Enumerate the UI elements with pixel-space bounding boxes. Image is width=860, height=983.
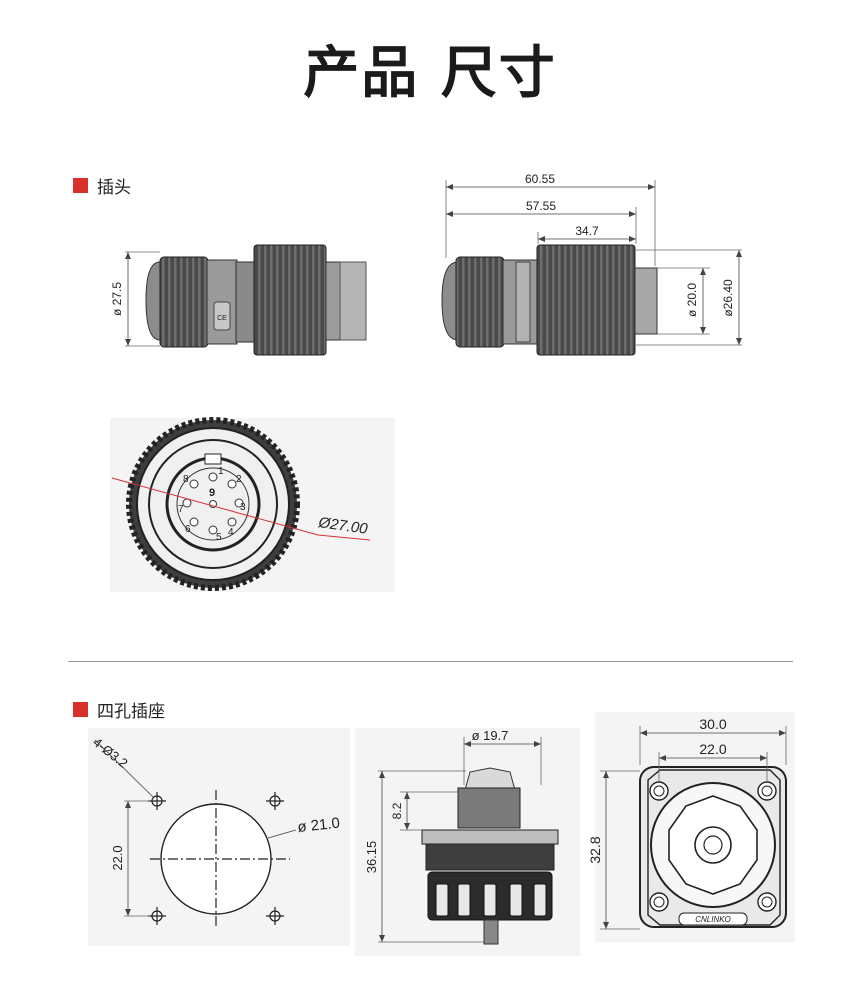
socket-panel-cutout: 4-Ø3.2 22.0 ø 21.0 — [88, 728, 350, 946]
hole-spacing-label: 22.0 — [110, 845, 125, 870]
page-title: 产品 尺寸 — [303, 41, 557, 106]
pin-label: 7 — [178, 504, 184, 515]
plug-nut-length: 34.7 — [575, 224, 599, 238]
pin-label: 5 — [216, 532, 222, 543]
cutout-diameter-label: ø 21.0 — [297, 815, 341, 836]
brand-text: CNLINKO — [695, 915, 731, 924]
socket-side-view: ø 19.7 8.2 36.15 — [355, 728, 580, 956]
pin-ring — [182, 472, 244, 535]
pin-label: 4 — [228, 527, 234, 538]
socket-flange-height: 32.8 — [587, 836, 603, 863]
section-plug-heading: 插头 — [73, 173, 131, 198]
section-marker-icon — [73, 178, 88, 193]
pin-label: 1 — [218, 466, 224, 477]
socket-front-view: CNLINKO 30.0 22.0 32.8 — [587, 712, 795, 942]
plug-top-view: 60.55 57.55 34.7 ø 20.0 ø26.40 — [441, 172, 742, 356]
plug-side-view: CE ø 27.5 — [110, 244, 367, 356]
socket-total-height: 36.15 — [364, 841, 379, 874]
plug-face-view: 1 2 3 4 5 6 7 8 9 Ø27.00 — [110, 417, 395, 592]
pin-label: 6 — [185, 524, 191, 535]
plug-overall-length: 60.55 — [525, 172, 555, 186]
plug-body-length: 57.55 — [526, 199, 556, 213]
pin-label: 8 — [183, 474, 189, 485]
section-plug-label: 插头 — [97, 178, 131, 198]
section-socket-label: 四孔插座 — [97, 702, 165, 722]
section-marker-icon — [73, 702, 88, 717]
section-socket-heading: 四孔插座 — [73, 697, 165, 722]
pin-label: 3 — [240, 502, 246, 513]
plug-side-diameter-label: ø 27.5 — [110, 282, 124, 316]
svg-text:CE: CE — [217, 315, 227, 322]
pin-label: 2 — [236, 474, 242, 485]
plug-face-diameter: Ø27.00 — [316, 514, 369, 538]
socket-flange-width: 30.0 — [699, 716, 726, 732]
plug-inner-diameter: ø 20.0 — [685, 283, 699, 317]
plug-outer-diameter: ø26.40 — [721, 279, 735, 317]
section-divider — [68, 661, 793, 662]
socket-top-diameter: ø 19.7 — [472, 728, 509, 743]
socket-flange-offset: 8.2 — [390, 802, 404, 819]
pin-label: 9 — [209, 487, 215, 499]
socket-hole-spacing: 22.0 — [699, 741, 726, 757]
